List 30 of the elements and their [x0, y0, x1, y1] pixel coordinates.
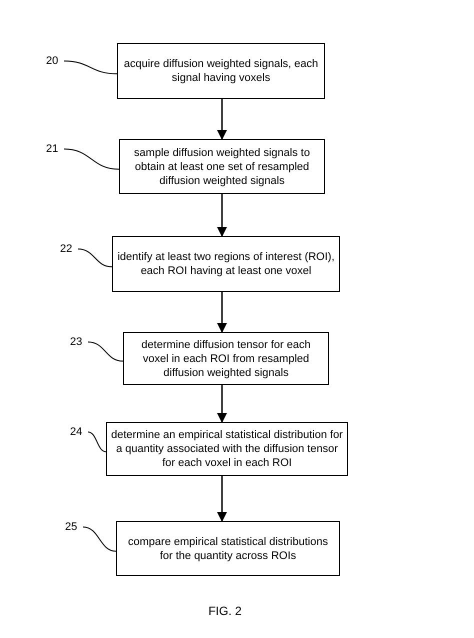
- leader-line: [78, 248, 112, 268]
- leader-line: [88, 342, 124, 362]
- process-box: [106, 422, 348, 476]
- step-text: sample diffusion weighted signals to obtain at least one set of resampled diffusion weighted signals: [133, 146, 311, 188]
- process-box: [119, 139, 325, 194]
- leader-line: [88, 432, 106, 452]
- process-box: [117, 43, 325, 99]
- figure-caption: FIG. 2: [207, 603, 243, 620]
- arrow: [217, 385, 227, 423]
- callout-number: 24: [70, 425, 82, 439]
- callout-number: 23: [70, 335, 82, 349]
- process-box: [123, 332, 329, 385]
- arrow: [217, 99, 227, 140]
- step-text: determine diffusion tensor for each voxel in each ROI from resampled diffusion weighted signals: [140, 338, 312, 380]
- leader-line: [82, 526, 116, 552]
- leader-line: [64, 148, 120, 170]
- leader-line: [64, 60, 118, 74]
- callout-number: 22: [60, 242, 72, 256]
- callout-number: 21: [46, 142, 58, 156]
- step-text: identify at least two regions of interest (ROI), each ROI having at least one voxel: [117, 250, 335, 278]
- arrow: [217, 292, 227, 333]
- arrow: [217, 476, 227, 522]
- step-text: acquire diffusion weighted signals, each signal having voxels: [122, 57, 320, 85]
- process-box: [112, 236, 340, 292]
- arrow: [217, 194, 227, 237]
- step-text: determine an empirical statistical distribution for a quantity associated with the diffusion tensor for each voxel in each ROI: [111, 428, 343, 470]
- callout-number: 20: [46, 54, 58, 68]
- callout-number: 25: [65, 520, 78, 534]
- process-box: [116, 521, 340, 576]
- step-text: compare empirical statistical distributions for the quantity across ROIs: [127, 534, 329, 562]
